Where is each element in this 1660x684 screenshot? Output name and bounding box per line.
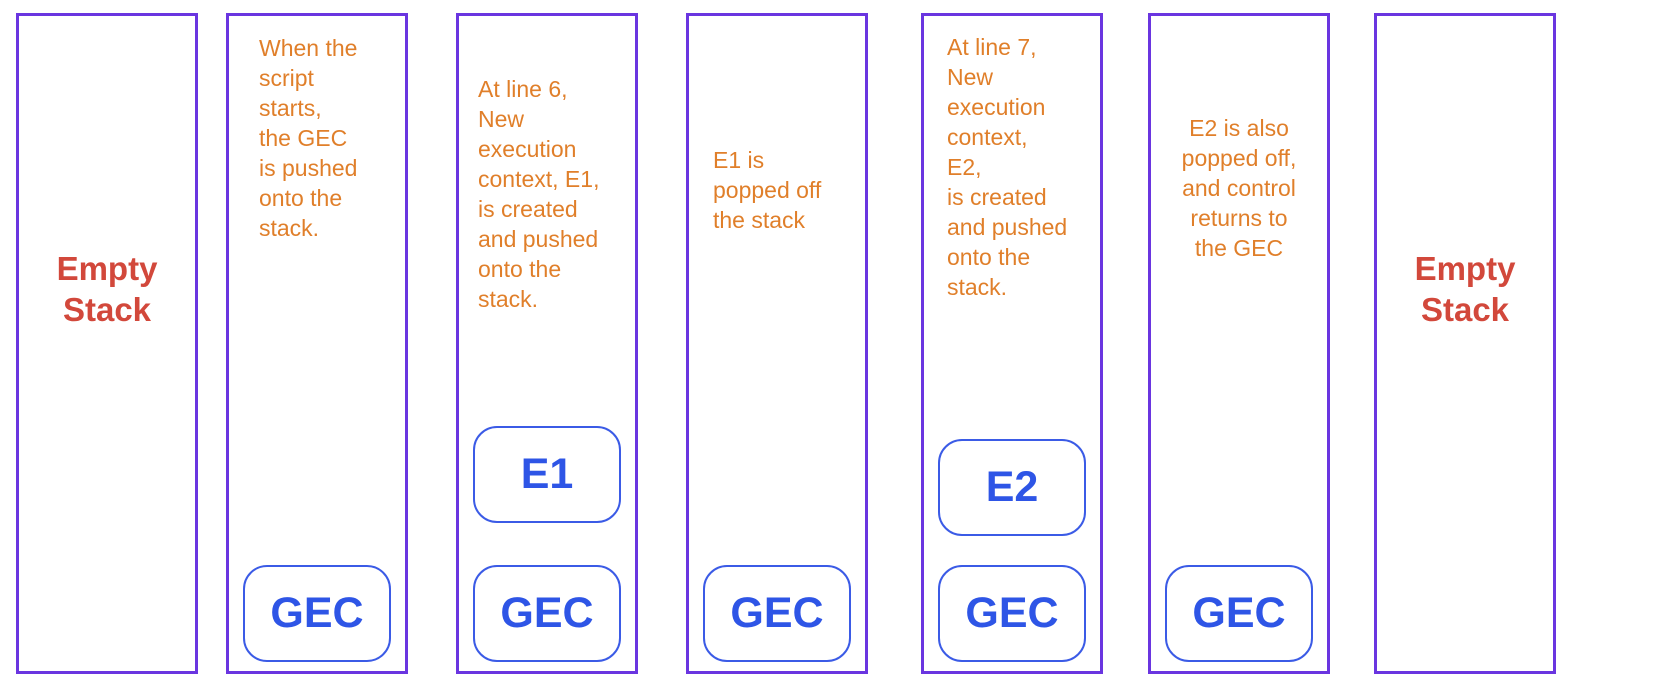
stack-panel-3: At line 6, New execution context, E1, is… [456,13,638,674]
stage-note: E1 is popped off the stack [713,147,822,233]
gec-frame: GEC [703,565,851,662]
gec-frame: GEC [473,565,621,662]
empty-stack-label: Empty Stack [1414,250,1516,328]
stage-note: When the script starts, the GEC is pushe… [259,35,358,241]
stack-panel-6: E2 is also popped off, and control retur… [1148,13,1330,674]
stack-panel-7: Empty Stack [1374,13,1556,674]
e1-frame: E1 [473,426,621,523]
stack-panel-1: Empty Stack [16,13,198,674]
stack-panel-2: When the script starts, the GEC is pushe… [226,13,408,674]
e2-frame: E2 [938,439,1086,536]
stage-note: At line 6, New execution context, E1, is… [478,76,600,312]
stage-note: E2 is also popped off, and control retur… [1181,115,1297,261]
stack-panel-5: At line 7, New execution context, E2, is… [921,13,1103,674]
gec-frame: GEC [243,565,391,662]
gec-frame: GEC [938,565,1086,662]
stack-panel-4: E1 is popped off the stack GEC [686,13,868,674]
gec-frame: GEC [1165,565,1313,662]
stage-note: At line 7, New execution context, E2, is… [947,34,1068,300]
empty-stack-label: Empty Stack [56,250,158,328]
